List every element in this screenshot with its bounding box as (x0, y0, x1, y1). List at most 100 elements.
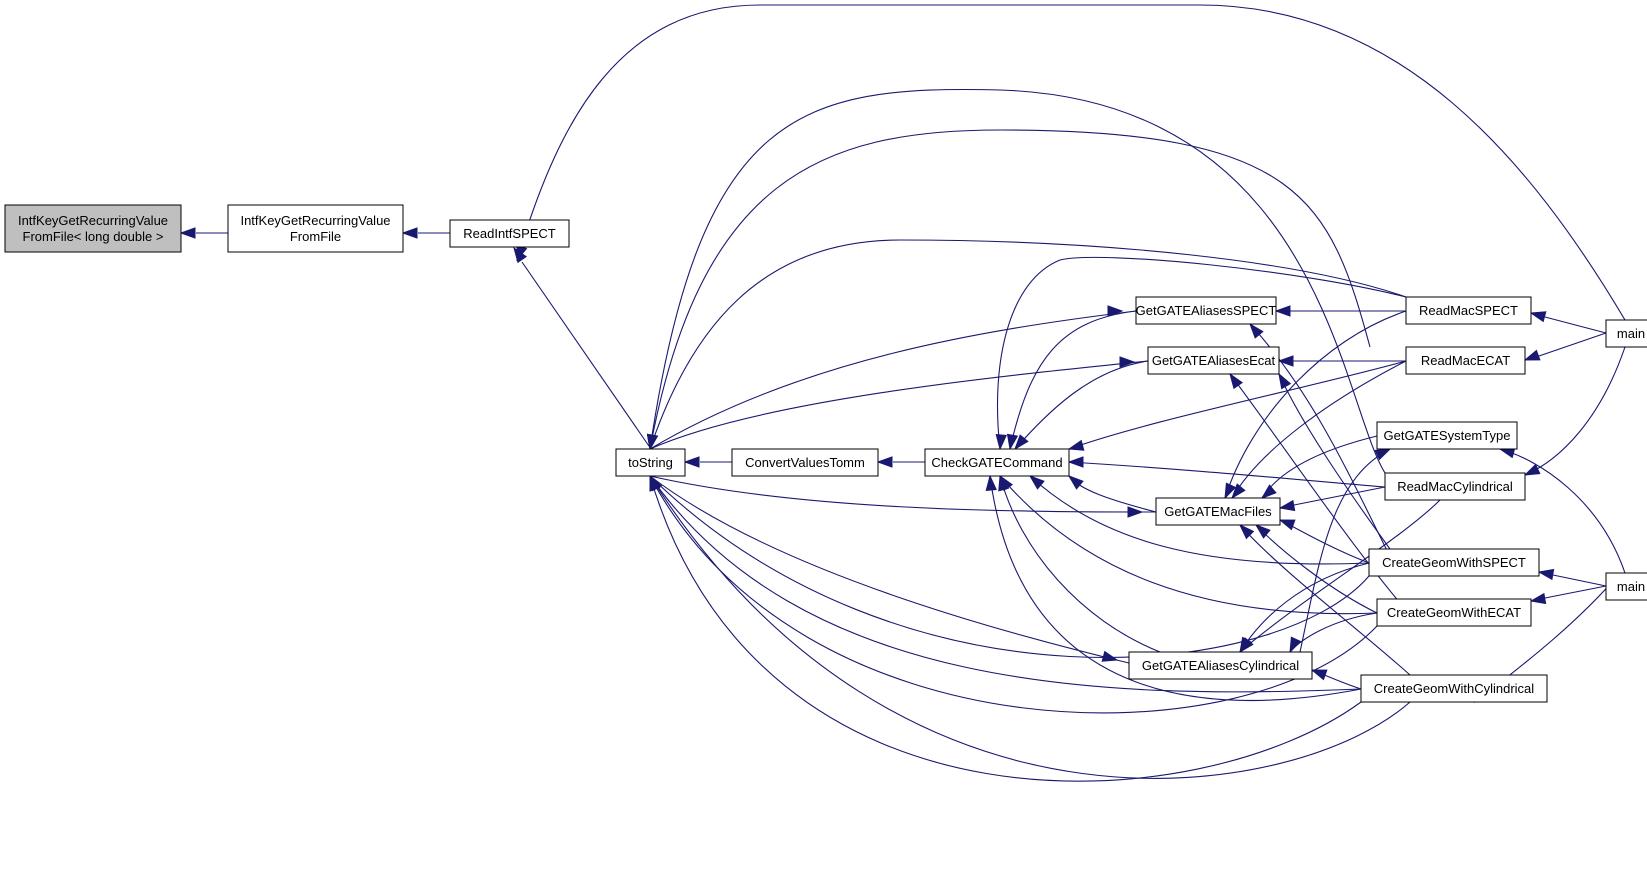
node-label: FromFile (290, 229, 341, 244)
call-edge-cgspect-to-macfiles (1278, 519, 1370, 564)
node-systype[interactable]: GetGATESystemType (1376, 421, 1518, 450)
arrowhead (1254, 524, 1271, 539)
edge-line (1255, 524, 1378, 614)
arrowhead (683, 456, 700, 468)
call-edge-cgspect-to-check (1028, 475, 1370, 565)
node-main1[interactable]: main (1605, 319, 1647, 348)
edge-line (1289, 612, 1378, 653)
arrowhead (1529, 592, 1547, 605)
node-rmecat[interactable]: ReadMacECAT (1405, 346, 1526, 375)
node-aspect[interactable]: GetGATEAliasesSPECT (1135, 296, 1277, 325)
edge-line (649, 475, 1362, 782)
edge-line (649, 310, 1137, 450)
arrowhead (1537, 568, 1555, 581)
node-aecat[interactable]: GetGATEAliasesEcat (1147, 346, 1280, 375)
edge-line (521, 261, 652, 450)
node-macfiles[interactable]: GetGATEMacFiles (1155, 497, 1281, 526)
node-tostring[interactable]: toString (615, 448, 686, 477)
node-box (1405, 346, 1526, 375)
arrowhead (1067, 475, 1084, 490)
edge-line (649, 239, 1407, 450)
node-label: ReadMacCylindrical (1397, 479, 1513, 494)
call-edge-acyl-to-tostring (649, 475, 1130, 664)
node-rmspect[interactable]: ReadMacSPECT (1405, 296, 1532, 325)
node-check[interactable]: CheckGATECommand (924, 448, 1070, 477)
arrowhead (1260, 484, 1277, 499)
edge-line (1552, 574, 1607, 587)
node-cgcyl[interactable]: CreateGeomWithCylindrical (1360, 674, 1548, 703)
node-main2[interactable]: main (1605, 572, 1647, 601)
arrowhead (1274, 305, 1291, 317)
call-edge-rmecat-to-check (1067, 360, 1407, 451)
node-label: GetGATEMacFiles (1164, 504, 1272, 519)
node-convert[interactable]: ConvertValuesTomm (731, 448, 879, 477)
arrowhead (1523, 349, 1541, 361)
call-edge-main2-to-systype (1498, 447, 1626, 574)
arrowhead (1067, 439, 1085, 451)
arrowhead (646, 433, 659, 451)
node-rmcyl[interactable]: ReadMacCylindrical (1384, 472, 1526, 501)
edge-line (1239, 499, 1441, 653)
node-label: IntfKeyGetRecurringValue (18, 213, 168, 228)
node-box (1405, 296, 1532, 325)
arrowhead (985, 474, 997, 491)
node-box (924, 448, 1070, 477)
edge-line (649, 475, 1411, 779)
node-box (449, 219, 570, 248)
arrowhead (876, 456, 893, 468)
call-edge-rmspect-to-check (995, 256, 1407, 451)
arrowhead (995, 434, 1007, 451)
node-label: ReadMacSPECT (1419, 303, 1518, 318)
call-edge-rmspect-to-aspect (1274, 305, 1406, 317)
node-label: ReadMacECAT (1421, 353, 1510, 368)
edge-line (989, 475, 1362, 701)
arrowhead (401, 227, 418, 239)
edge-line (1278, 373, 1391, 550)
node-readintf[interactable]: ReadIntfSPECT (449, 219, 570, 248)
node-label: main (1617, 579, 1645, 594)
call-edge-main1-to-readintf (516, 4, 1626, 321)
node-box (1147, 346, 1280, 375)
edge-line (649, 129, 1371, 450)
edge-line (999, 475, 1378, 615)
arrowhead (1014, 434, 1029, 451)
call-edge-cgcyl-to-tostring (649, 474, 1411, 779)
call-edge-recur-to-lngdbl (179, 227, 228, 239)
edge-line (1231, 360, 1407, 499)
call-edge-macfiles-to-tostring (649, 475, 1157, 518)
arrowhead (1028, 475, 1045, 490)
call-edge-macfiles-to-check (1067, 475, 1157, 513)
call-edge-aecat-to-tostring (649, 356, 1149, 450)
call-edge-cgspect-to-aecat (1278, 372, 1391, 550)
arrowhead (1310, 669, 1328, 681)
node-label: GetGATEAliasesSPECT (1136, 303, 1277, 318)
node-acyl[interactable]: GetGATEAliasesCylindrical (1128, 651, 1313, 680)
node-cgspect[interactable]: CreateGeomWithSPECT (1368, 548, 1540, 577)
call-edge-rmcyl-to-macfiles (1278, 486, 1386, 512)
call-edge-rmspect-to-tostring (646, 239, 1407, 451)
node-box (1605, 572, 1647, 601)
node-label: main (1617, 326, 1645, 341)
call-edge-rmecat-to-aecat (1277, 355, 1406, 367)
arrowhead (1101, 650, 1119, 662)
call-edge-acyl-to-check (998, 474, 1161, 653)
edge-line (999, 475, 1161, 653)
arrowhead (1107, 305, 1124, 317)
call-edge-systype-to-macfiles (1260, 435, 1378, 499)
call-edge-cgecat-to-check (999, 474, 1378, 615)
node-label: CreateGeomWithSPECT (1382, 555, 1526, 570)
arrowhead (649, 474, 663, 492)
arrowhead (1523, 463, 1541, 476)
node-cgecat[interactable]: CreateGeomWithECAT (1376, 598, 1532, 627)
call-edge-cgcyl-to-check (985, 474, 1362, 701)
node-label: GetGATEAliasesEcat (1152, 353, 1276, 368)
node-box (1135, 296, 1277, 325)
edge-line (1538, 332, 1607, 357)
node-box (615, 448, 686, 477)
edge-line (1009, 310, 1137, 450)
edge-line (519, 4, 1626, 321)
